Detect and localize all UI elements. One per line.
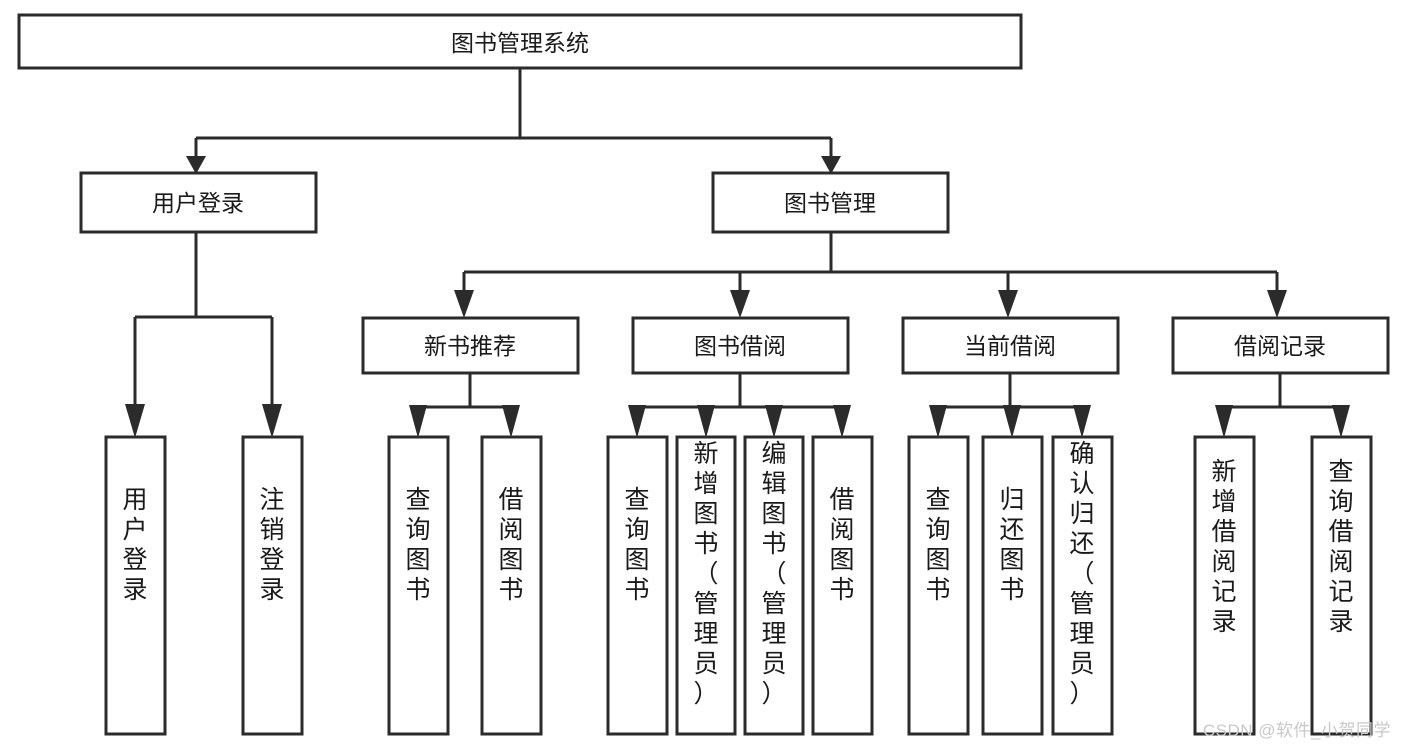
leaf-add-book-label: 新增图书（管理员） [693, 440, 718, 708]
node-current-borrow[interactable]: 当前借阅 [901, 316, 1120, 375]
leaf-borrow-book-1-box[interactable] [480, 435, 543, 736]
leaf-query-record-box[interactable] [1310, 435, 1373, 736]
node-book-borrow[interactable]: 图书借阅 [631, 316, 850, 375]
leaf-add-book[interactable]: 新增图书（管理员） [675, 435, 737, 736]
leaf-edit-book[interactable]: 编辑图书（管理员） [743, 435, 805, 736]
leaf-query-book-1-box[interactable] [387, 435, 450, 736]
arrow-to-user-login [186, 156, 206, 174]
arrow-current-borrow-leaf1 [929, 405, 947, 438]
leaf-query-book-1-label: 查询图书 [405, 486, 430, 604]
csdn-watermark: CSDN @软件_小贺同学 [1202, 721, 1391, 740]
leaf-add-book-box[interactable] [675, 435, 737, 736]
leaf-confirm-return[interactable]: 确认归还（管理员） [1051, 435, 1114, 736]
leaf-borrow-book-2[interactable]: 借阅图书 [811, 435, 874, 736]
leaf-borrow-book-2-label: 借阅图书 [829, 486, 854, 604]
leaf-query-record[interactable]: 查询借阅记录 [1310, 435, 1373, 736]
leaf-add-record-label: 新增借阅记录 [1211, 458, 1236, 636]
leaf-confirm-return-box[interactable] [1051, 435, 1114, 736]
node-borrow-record[interactable]: 借阅记录 [1171, 316, 1390, 375]
arrow-current-borrow-leaf2 [1003, 405, 1021, 438]
node-user-login[interactable]: 用户登录 [79, 171, 318, 234]
leaf-user-login[interactable]: 用户登录 [104, 435, 167, 736]
leaf-query-book-3-label: 查询图书 [925, 486, 950, 604]
arrow-to-book-management [821, 156, 841, 174]
leaf-query-book-3-box[interactable] [907, 435, 970, 736]
leaf-user-login-label: 用户登录 [122, 486, 147, 604]
leaf-user-logout-box[interactable] [241, 435, 304, 736]
leaf-query-book-2-label: 查询图书 [624, 486, 649, 604]
leaf-query-record-label: 查询借阅记录 [1328, 458, 1353, 636]
leaf-return-book-box[interactable] [981, 435, 1044, 736]
leaf-user-logout-label: 注销登录 [259, 486, 284, 604]
arrow-new-book-leaf1 [409, 405, 427, 438]
arrow-user-login-leaf2 [262, 404, 282, 438]
arrow-to-new-book-recommend [454, 290, 474, 318]
leaf-add-record-box[interactable] [1193, 435, 1256, 736]
arrow-book-borrow-leaf1 [628, 405, 646, 438]
leaf-borrow-book-2-box[interactable] [811, 435, 874, 736]
leaf-return-book-label: 归还图书 [999, 486, 1024, 604]
node-book-borrow-box[interactable] [631, 316, 850, 375]
node-current-borrow-label: 当前借阅 [964, 333, 1056, 359]
node-root[interactable]: 图书管理系统 [17, 13, 1023, 70]
leaf-query-book-2-box[interactable] [606, 435, 669, 736]
leaf-user-logout[interactable]: 注销登录 [241, 435, 304, 736]
leaf-edit-book-label: 编辑图书（管理员） [761, 440, 786, 708]
node-book-management-box[interactable] [711, 171, 950, 234]
node-new-book-recommend-label: 新书推荐 [424, 333, 516, 359]
arrowheads-layer [125, 156, 1350, 438]
node-root-box[interactable] [17, 13, 1023, 70]
node-book-borrow-label: 图书借阅 [694, 333, 786, 359]
leaf-query-book-3[interactable]: 查询图书 [907, 435, 970, 736]
arrow-borrow-record-leaf2 [1332, 405, 1350, 438]
arrow-book-borrow-leaf4 [833, 405, 851, 438]
node-new-book-recommend[interactable]: 新书推荐 [361, 316, 580, 375]
arrow-user-login-leaf1 [125, 404, 145, 438]
node-borrow-record-box[interactable] [1171, 316, 1390, 375]
arrow-borrow-record-leaf1 [1215, 405, 1233, 438]
leaf-return-book[interactable]: 归还图书 [981, 435, 1044, 736]
leaf-borrow-book-1-label: 借阅图书 [498, 486, 523, 604]
node-borrow-record-label: 借阅记录 [1234, 333, 1326, 359]
node-current-borrow-box[interactable] [901, 316, 1120, 375]
arrow-to-borrow-record [1267, 290, 1287, 318]
arrow-to-current-borrow [998, 290, 1018, 318]
leaf-borrow-book-1[interactable]: 借阅图书 [480, 435, 543, 736]
node-book-management-label: 图书管理 [784, 190, 876, 216]
node-user-login-label: 用户登录 [152, 190, 244, 216]
arrow-book-borrow-leaf3 [765, 405, 783, 438]
leaf-add-record[interactable]: 新增借阅记录 [1193, 435, 1256, 736]
node-new-book-recommend-box[interactable] [361, 316, 580, 375]
leaf-query-book-2[interactable]: 查询图书 [606, 435, 669, 736]
leaf-user-login-box[interactable] [104, 435, 167, 736]
arrow-to-book-borrow [730, 290, 750, 318]
leaf-edit-book-box[interactable] [743, 435, 805, 736]
arrow-current-borrow-leaf3 [1073, 405, 1091, 438]
arrow-book-borrow-leaf2 [697, 405, 715, 438]
node-user-login-box[interactable] [79, 171, 318, 234]
leaf-query-book-1[interactable]: 查询图书 [387, 435, 450, 736]
arrow-new-book-leaf2 [502, 405, 520, 438]
node-root-label: 图书管理系统 [451, 30, 589, 56]
node-book-management[interactable]: 图书管理 [711, 171, 950, 234]
leaf-confirm-return-label: 确认归还（管理员） [1069, 440, 1094, 708]
